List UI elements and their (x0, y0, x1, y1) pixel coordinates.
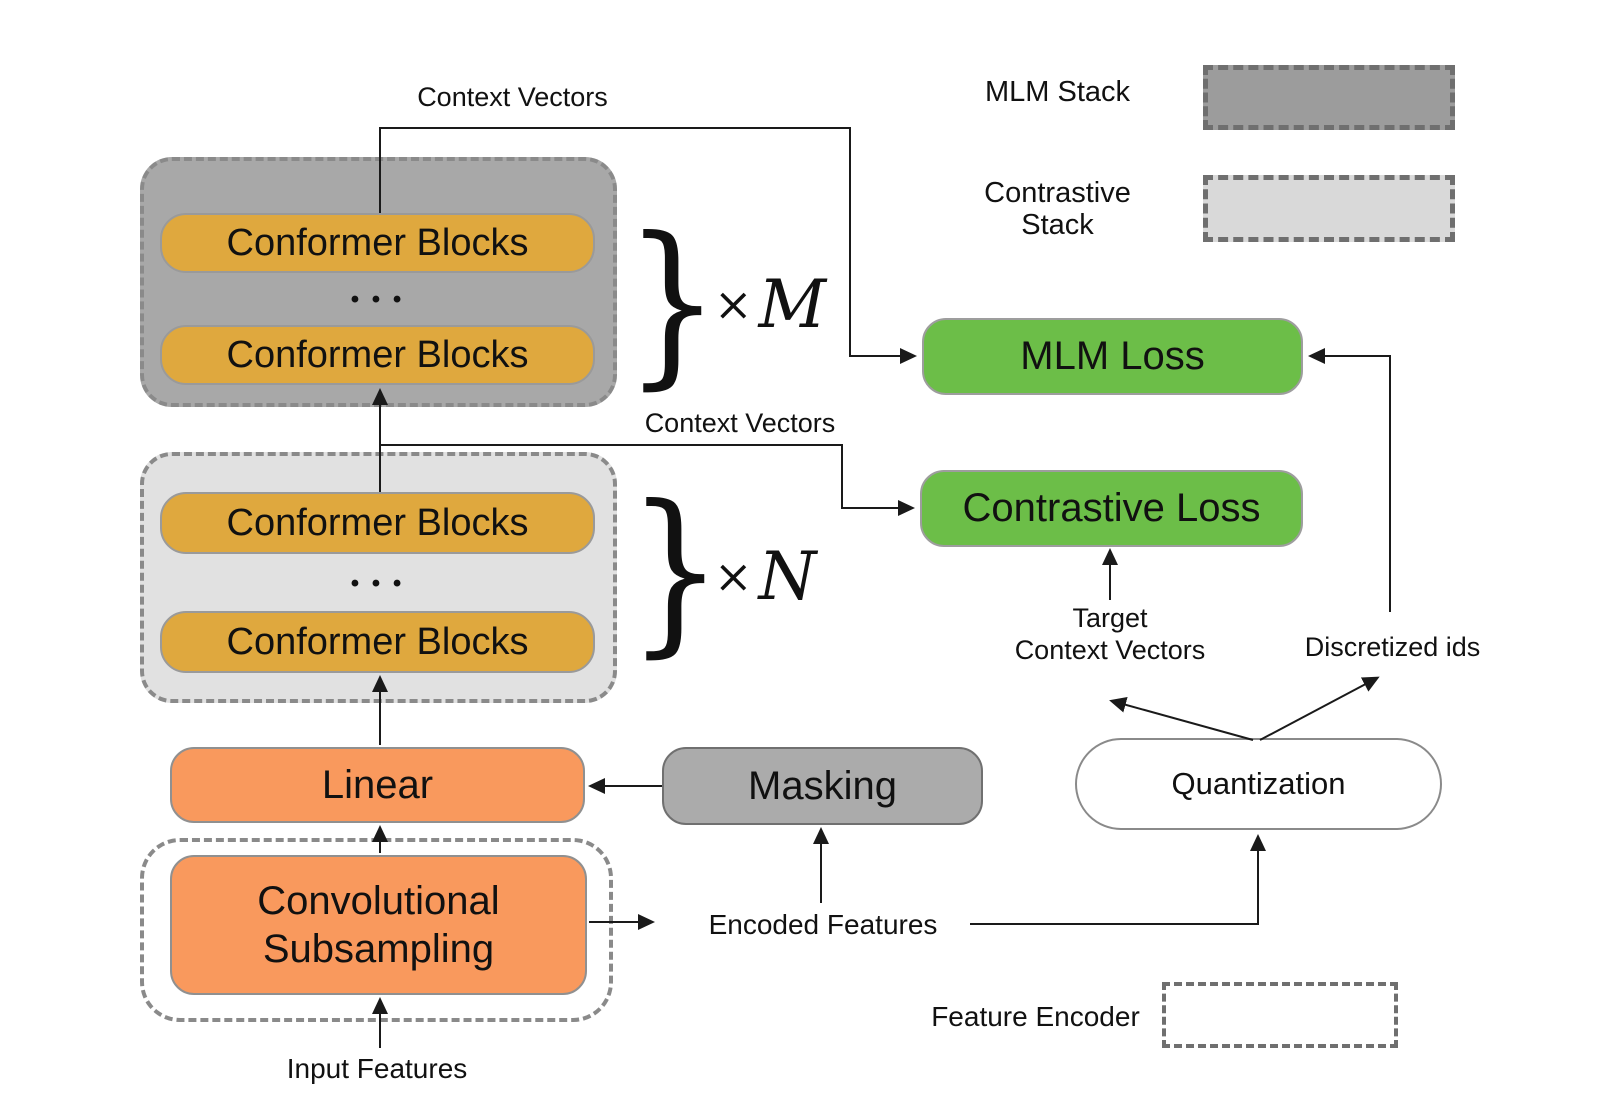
contrastive-stack-brace: } (627, 468, 723, 674)
target-context-vectors-label: Target Context Vectors (980, 603, 1240, 667)
contrastive-conformer-block-bottom: Conformer Blocks (160, 611, 595, 673)
arrow-encoded-features-to-quantization (970, 834, 1266, 925)
mlm-conformer-block-top: Conformer Blocks (160, 213, 595, 273)
arrow-quantization-to-discretized-ids (1259, 676, 1380, 741)
arrow-quantization-to-target-context-vectors (1109, 697, 1254, 741)
multiplier-n: N (758, 537, 817, 615)
legend-contrastive-stack-swatch (1203, 175, 1455, 242)
target-label-line2: Context Vectors (1014, 634, 1206, 665)
legend-mlm-stack-swatch (1203, 65, 1455, 130)
multiplier-m: M (758, 265, 827, 343)
brace-glyph: } (627, 467, 723, 675)
mlm-conformer-block-bottom: Conformer Blocks (160, 325, 595, 385)
convolutional-subsampling-node: Convolutional Subsampling (170, 855, 587, 995)
mlm-loss-node: MLM Loss (922, 318, 1303, 395)
masking-node: Masking (662, 747, 983, 825)
contrastive-stack-multiplier: × N (714, 532, 874, 620)
times-glyph: × (714, 277, 753, 331)
mlm-stack-multiplier: × M (714, 260, 874, 348)
legend-contrastive-line2: Stack (1021, 208, 1094, 241)
legend-contrastive-stack-label: Contrastive Stack (960, 177, 1155, 242)
context-vectors-mid-label: Context Vectors (644, 408, 836, 438)
mlm-stack-ellipsis: • • • (350, 286, 405, 313)
linear-node: Linear (170, 747, 585, 823)
legend-mlm-stack-label: MLM Stack (984, 76, 1131, 108)
contrastive-stack-ellipsis: • • • (350, 570, 405, 597)
legend-contrastive-line1: Contrastive (984, 177, 1131, 209)
brace-glyph: } (624, 199, 720, 407)
mlm-stack-brace: } (624, 200, 720, 406)
times-glyph: × (714, 549, 753, 603)
quantization-node: Quantization (1075, 738, 1442, 830)
arrow-discretized-ids-to-mlm-loss (1308, 348, 1391, 612)
discretized-ids-label: Discretized ids (1304, 632, 1481, 662)
input-features-label: Input Features (286, 1053, 468, 1084)
feature-encoder-label: Feature Encoder (931, 1001, 1140, 1032)
target-label-line1: Target (1072, 603, 1148, 633)
legend-feature-encoder-swatch (1162, 982, 1398, 1048)
encoded-features-label: Encoded Features (708, 909, 938, 940)
contrastive-loss-node: Contrastive Loss (920, 470, 1303, 547)
context-vectors-top-label: Context Vectors (417, 82, 608, 112)
contrastive-conformer-block-top: Conformer Blocks (160, 492, 595, 554)
